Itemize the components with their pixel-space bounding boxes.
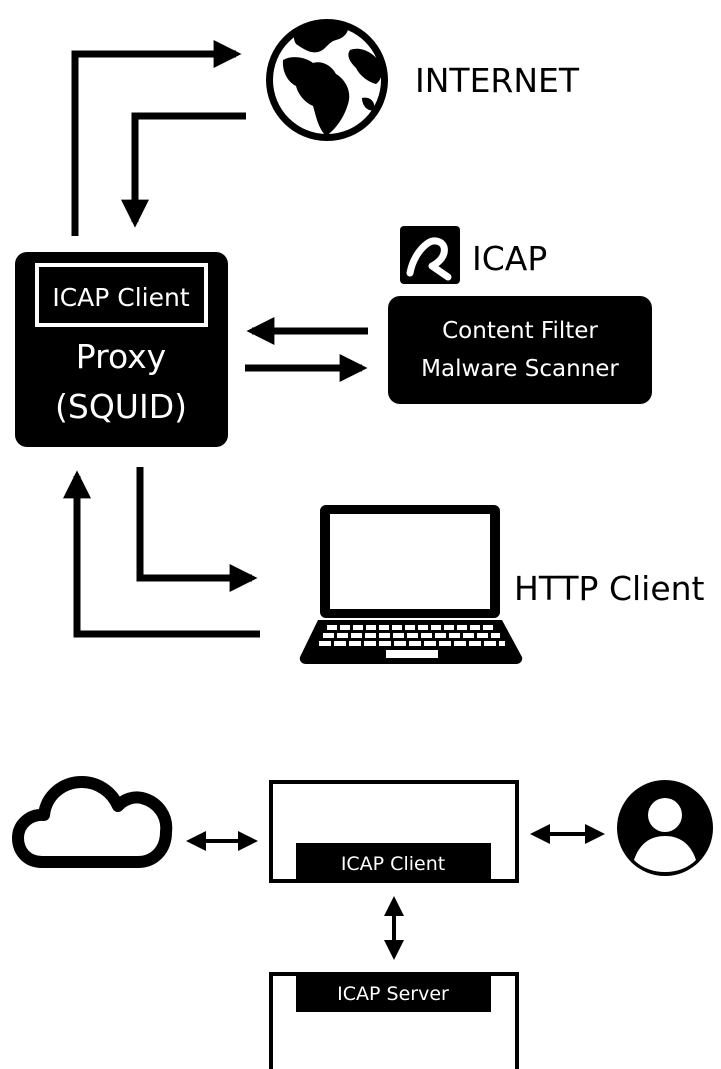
- content-filter-label: Content Filter: [442, 318, 598, 344]
- internet-to-proxy-arrow: [121, 112, 246, 228]
- icap-server-host-box: ICAP Server: [269, 972, 519, 1069]
- icap-server-bar: [296, 974, 491, 1012]
- proxy-box: ICAP Client Proxy (SQUID): [15, 252, 228, 447]
- proxy-subtitle: (SQUID): [55, 387, 187, 426]
- proxy-to-internet-arrow: [71, 40, 242, 236]
- malware-scanner-label: Malware Scanner: [421, 356, 619, 382]
- laptop-icon: [299, 505, 523, 664]
- proxy-title: Proxy: [76, 337, 166, 376]
- icap-client-host-box: ICAP Client: [269, 780, 519, 883]
- client-to-proxy-arrow: [63, 470, 260, 638]
- icap-brand-label: ICAP: [472, 239, 547, 278]
- proxy-to-client-arrow: [136, 467, 258, 592]
- icap-server-bar-label: ICAP Server: [337, 983, 449, 1005]
- cloud-icon: [12, 776, 173, 868]
- globe-icon: [266, 19, 388, 141]
- icap-client-bar-label: ICAP Client: [341, 853, 445, 875]
- user-icon: [617, 780, 713, 876]
- internet-label: INTERNET: [415, 61, 580, 100]
- avira-logo-icon: [400, 226, 460, 284]
- icap-client-bar: [296, 843, 491, 881]
- content-filter-box: Content Filter Malware Scanner: [388, 296, 652, 404]
- http-client-label: HTTP Client: [514, 569, 705, 608]
- proxy-icap-client-frame: [35, 263, 208, 327]
- proxy-icap-client-label: ICAP Client: [52, 283, 190, 312]
